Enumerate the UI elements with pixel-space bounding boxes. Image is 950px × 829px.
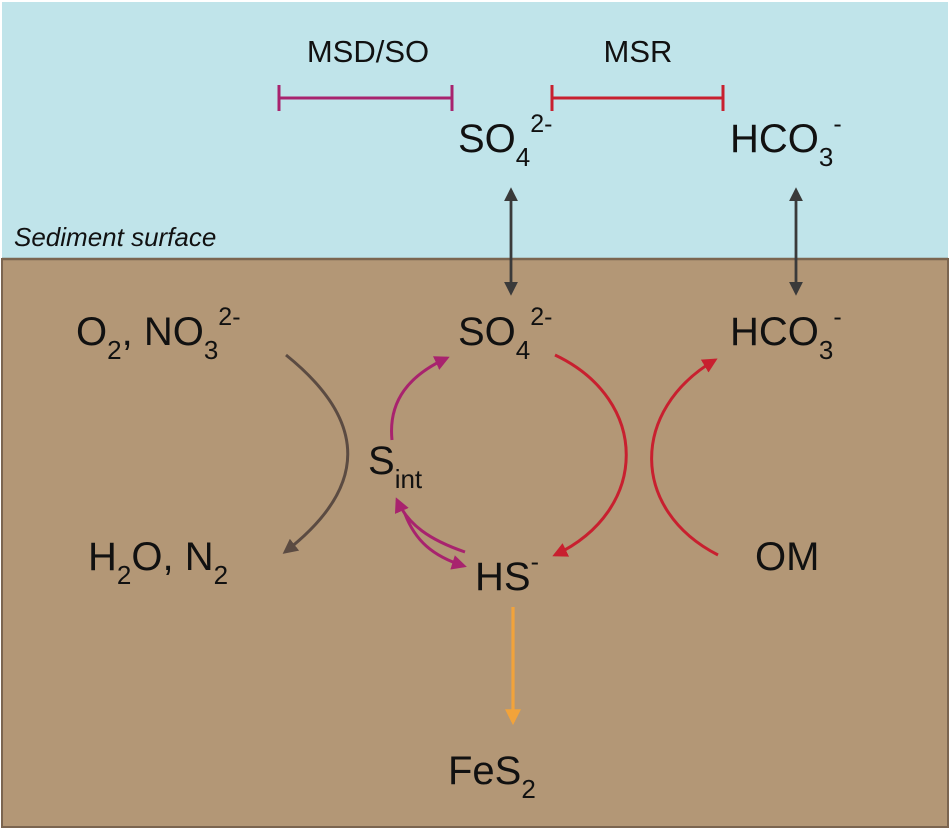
sulfide-oxidation-arrow [394, 497, 466, 554]
sulfate-reduction-arrow [552, 353, 628, 557]
intermediate-sulfur-label: Sint [368, 439, 423, 494]
intermediate-oxidation-arrow [390, 356, 450, 441]
sulfur-disproportionation-arrow [403, 513, 467, 570]
msr-label: MSR [604, 34, 673, 69]
sediment-surface-label: Sediment surface [14, 222, 216, 252]
water-sulfate-label: SO42- [458, 110, 553, 172]
sediment-sulfate-label: SO42- [458, 303, 553, 365]
msd-so-bracket [277, 85, 454, 111]
sulfide-label: HS- [475, 548, 539, 599]
sediment-layer [1, 258, 949, 828]
msr-bracket [550, 85, 725, 111]
organic-matter-oxidation-arrow [650, 358, 719, 557]
reduced-products-label: H2O, N2 [88, 535, 228, 590]
pyrite-label: FeS2 [448, 749, 536, 804]
oxidants-label: O2, NO32- [76, 303, 241, 365]
water-bicarbonate-label: HCO3- [730, 110, 842, 172]
organic-matter-label: OM [755, 535, 819, 579]
oxidant-reduction-arrow [282, 353, 350, 554]
sediment-bicarbonate-label: HCO3- [730, 303, 842, 365]
msd-so-label: MSD/SO [307, 34, 429, 69]
